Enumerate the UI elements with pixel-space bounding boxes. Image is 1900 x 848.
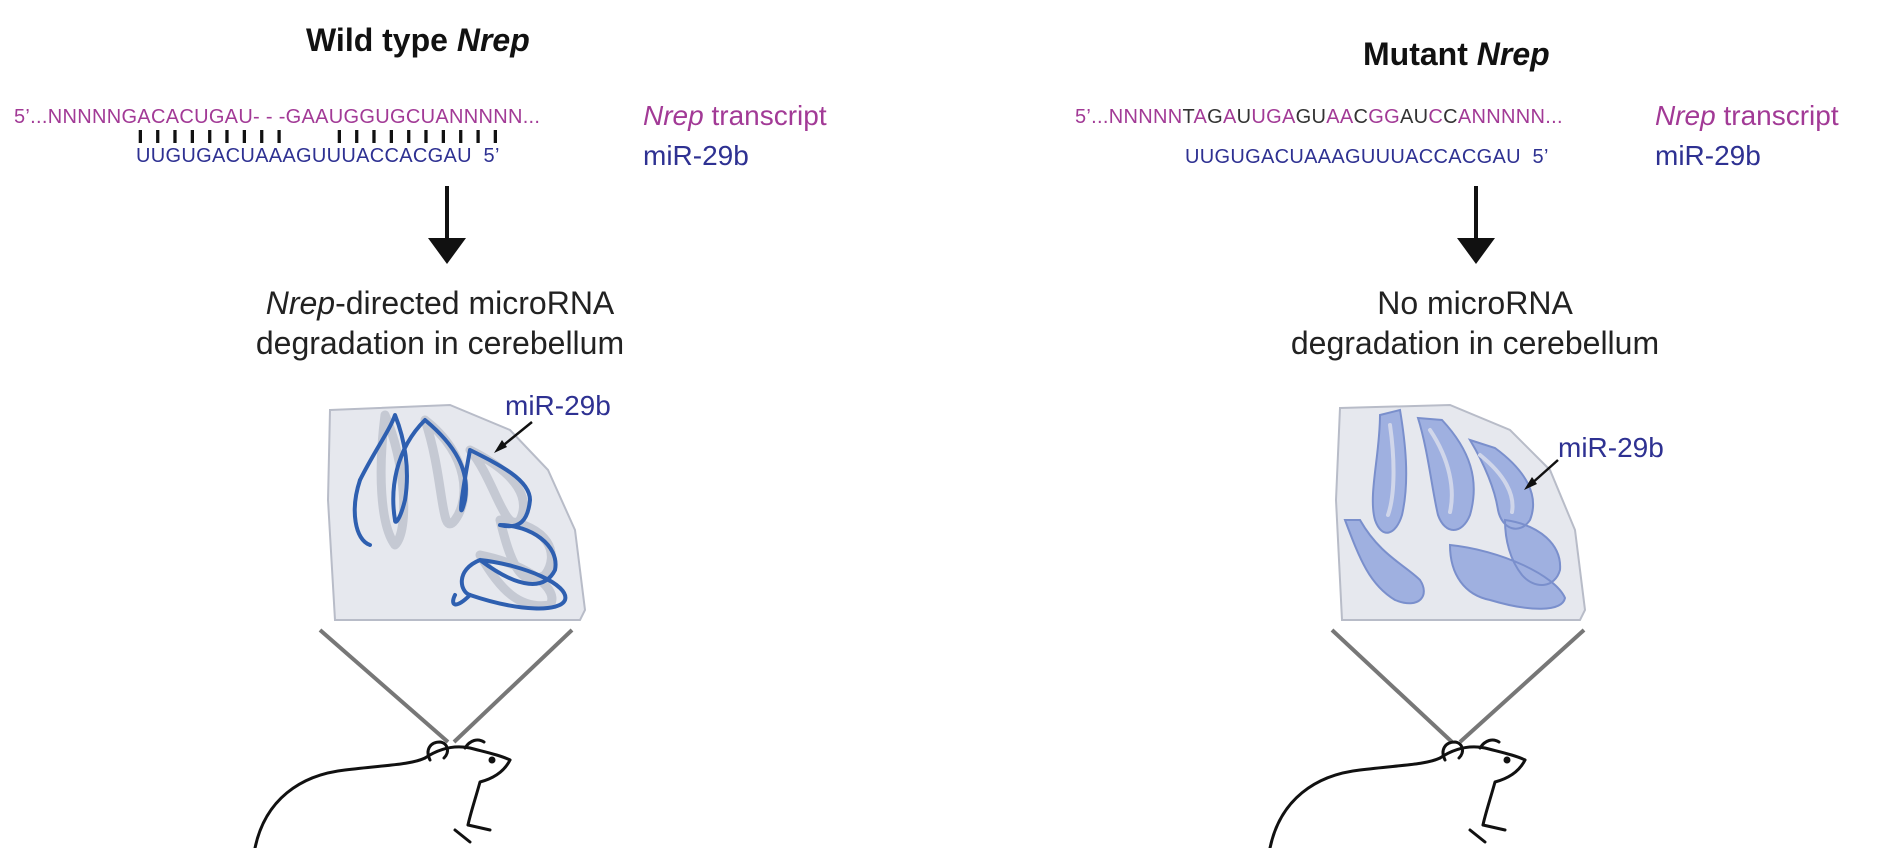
wt-graphics — [253, 186, 587, 848]
mutant-transcript-segment: ANNNNN... — [1457, 106, 1563, 128]
mutant-mirna-label: miR-29b — [1655, 140, 1761, 171]
wild-type-title: Wild type Nrep — [306, 22, 530, 58]
mutant-down-arrow — [1457, 186, 1495, 264]
mutant-zoom-lines — [1330, 628, 1586, 744]
mutant-transcript-segment: C — [1353, 106, 1369, 128]
mutant-transcript-segment: AU — [1400, 106, 1429, 128]
wild-type-panel: Wild type Nrep 5’...NNNNNGACACUGAU- - -G… — [14, 22, 827, 848]
wt-zoom-lines — [318, 628, 574, 744]
wt-arrow-mirna-label: miR-29b — [505, 390, 611, 421]
wild-type-title-gene: Nrep — [456, 22, 530, 58]
wt-mirna-5prime: 5’ — [483, 145, 500, 167]
mutant-transcript-segment: AA — [1326, 106, 1354, 128]
mutant-transcript-segment: U — [1236, 106, 1252, 128]
mutant-title-gene: Nrep — [1476, 36, 1550, 72]
mutant-transcript-segment: A — [1193, 106, 1208, 128]
mutant-graphics — [1268, 186, 1587, 848]
mutant-mouse-icon — [1268, 738, 1527, 848]
wt-pairing-right: ı ı ı ı ı ı ı ı ı ı — [336, 122, 501, 149]
mutant-transcript-sequence: 5’...NNNNNTAGAUUGAGUAACGGAUCCANNNNN... — [1075, 106, 1563, 129]
mutant-transcript-segment: UGA — [1251, 106, 1296, 128]
mutant-transcript-segment: G — [1207, 106, 1223, 128]
mutant-mirna-arrow — [1524, 459, 1559, 490]
wt-mirna-label: miR-29b — [643, 140, 749, 171]
wt-transcript-label: Nrep transcript — [643, 100, 827, 131]
mutant-transcript-segment: A — [1223, 106, 1237, 128]
wt-cerebellum-tissue — [326, 403, 587, 621]
mutant-transcript-segment: GU — [1295, 106, 1327, 128]
wt-pairing-left: ı ı ı ı ı ı ı ı ı — [137, 122, 285, 149]
mutant-mirna-5prime: 5’ — [1532, 146, 1549, 168]
wt-mirna-sequence: UUGUGACUAAAGUUUACCACGAU 5’ — [136, 145, 500, 167]
mutant-transcript-segment: C — [1443, 106, 1458, 128]
mutant-transcript-segment: GG — [1368, 106, 1400, 128]
wt-mirna-arrow — [494, 421, 533, 453]
mutant-transcript-segment: T — [1182, 106, 1194, 128]
mutant-panel: Mutant Nrep 5’...NNNNNTAGAUUGAGUAACGGAUC… — [950, 0, 1900, 848]
wt-result-text: Nrep-directed microRNA degradation in ce… — [255, 285, 625, 361]
wt-down-arrow — [428, 186, 466, 264]
wt-mouse-icon — [253, 738, 512, 848]
wt-transcript-sequence: 5’...NNNNNGACACUGAU- - -GAAUGGUGCUANNNNN… — [14, 106, 541, 128]
mutant-transcript-segment: 5’...NNNNN — [1075, 106, 1183, 128]
wt-purkinje-outline — [358, 413, 568, 611]
mutant-transcript-segment: C — [1428, 106, 1444, 128]
mutant-arrow-mirna-label: miR-29b — [1558, 432, 1664, 463]
mutant-title: Mutant Nrep — [1363, 36, 1550, 72]
mutant-purkinje-fill — [1343, 408, 1567, 610]
mutant-transcript-label: Nrep transcript — [1655, 100, 1839, 131]
mutant-result-text: No microRNA degradation in cerebellum — [1290, 285, 1660, 361]
mutant-cerebellum-tissue — [1334, 403, 1587, 621]
mutant-mirna-sequence: UUGUGACUAAAGUUUACCACGAU 5’ — [1185, 146, 1549, 168]
